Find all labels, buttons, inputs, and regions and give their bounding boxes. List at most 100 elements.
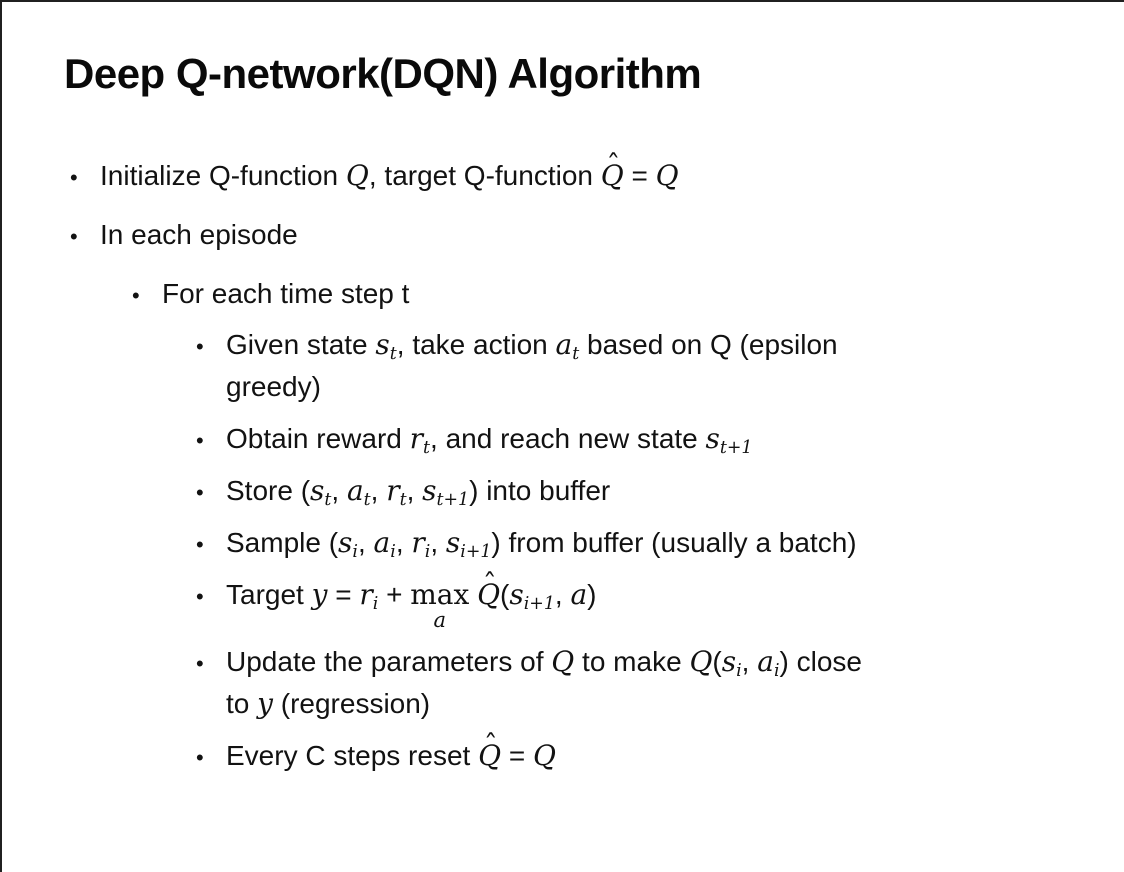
text-run: , xyxy=(430,526,446,558)
math-var: Q xyxy=(655,158,679,192)
text-run: , xyxy=(395,526,412,558)
text-run: (regression) xyxy=(272,687,431,719)
math-subscript: t xyxy=(572,343,580,364)
math-var: y xyxy=(257,686,273,720)
bullet-text: Given state st, take action at based on … xyxy=(226,324,1104,408)
text-run: ( xyxy=(712,645,722,677)
math-var: Q xyxy=(478,738,502,772)
math-subscript: t xyxy=(423,437,431,458)
math-subscript: i xyxy=(424,541,431,562)
math-var: Q xyxy=(477,577,501,611)
bullet-dot-icon: • xyxy=(196,650,204,676)
text-run: based on Q (epsilon xyxy=(579,328,838,360)
text-run: ) into buffer xyxy=(469,474,611,506)
text-run: For each time step t xyxy=(162,277,410,309)
text-run: to make xyxy=(574,645,690,677)
math-subscript: i xyxy=(736,660,742,681)
hat-accent-icon: ˆ xyxy=(482,567,497,601)
bullet-dot-icon: • xyxy=(70,164,78,190)
math-var: ri xyxy=(359,577,379,614)
bullet-text: Sample (si, ai, ri, si+1) from buffer (u… xyxy=(226,522,1104,564)
math-var: rt xyxy=(386,473,407,510)
text-run: , take action xyxy=(396,328,556,360)
math-subscript: i+1 xyxy=(523,593,555,614)
text-run: ) from buffer (usually a batch) xyxy=(491,526,857,558)
max-operator-name: max xyxy=(410,577,470,611)
math-var: a xyxy=(570,577,588,611)
text-run: Given state xyxy=(226,328,376,360)
text-run: , xyxy=(554,578,571,610)
math-subscript: i xyxy=(390,541,396,562)
bullet-dot-icon: • xyxy=(196,531,204,557)
bullet-text: For each time step t xyxy=(162,273,1104,315)
bullet-item: • Update the parameters of Q to make Q(si… xyxy=(64,641,1104,725)
math-var: Q xyxy=(532,738,556,772)
text-run xyxy=(469,579,477,610)
text-run: , xyxy=(357,526,374,558)
math-subscript: t xyxy=(399,489,407,510)
slide-title: Deep Q-network(DQN) Algorithm xyxy=(64,50,702,97)
text-run: , xyxy=(331,474,347,506)
text-run: = xyxy=(623,159,656,191)
text-run: greedy) xyxy=(226,370,321,402)
math-var: st xyxy=(310,473,332,510)
text-run: , xyxy=(370,474,387,506)
text-run: = xyxy=(501,739,533,771)
bullet-dot-icon: • xyxy=(196,427,204,453)
bullet-text: Store (st, at, rt, st+1) into buffer xyxy=(226,470,1104,512)
math-subscript: i xyxy=(773,660,780,681)
math-var: ri xyxy=(411,525,431,562)
text-run: ) close xyxy=(779,645,862,677)
bullet-text: In each episode xyxy=(100,214,1104,256)
bullet-item: • For each time step t xyxy=(64,273,1104,315)
text-run: ) xyxy=(587,578,597,610)
math-var: y xyxy=(311,577,328,611)
text-run: = xyxy=(327,578,360,610)
math-var: si+1 xyxy=(509,577,555,614)
math-subscript: t+1 xyxy=(719,437,753,458)
max-underscript: a xyxy=(433,607,447,632)
bullet-dot-icon: • xyxy=(196,333,204,359)
math-var: Q xyxy=(600,158,624,192)
text-run: , target Q-function xyxy=(368,159,601,191)
hat-accent-icon: ˆ xyxy=(606,148,621,182)
bullet-item: • Store (st, at, rt, st+1) into buffer xyxy=(64,470,1104,512)
text-run: In each episode xyxy=(100,218,298,250)
bullet-text: Obtain reward rt, and reach new state st… xyxy=(226,418,1104,460)
bullet-dot-icon: • xyxy=(132,282,140,308)
math-var: st+1 xyxy=(705,421,753,458)
text-run: Target xyxy=(226,578,312,610)
bullet-text: Update the parameters of Q to make Q(si,… xyxy=(226,641,1104,725)
bullet-item: •In each episode xyxy=(64,214,1104,256)
text-run: Initialize Q-function xyxy=(100,159,346,191)
text-run: ( xyxy=(500,578,510,610)
math-var: si xyxy=(721,644,742,681)
math-subscript: t+1 xyxy=(436,489,470,510)
math-subscript: i xyxy=(372,593,379,614)
math-var: ai xyxy=(373,525,396,562)
text-run: Store ( xyxy=(226,474,311,506)
bullet-dot-icon: • xyxy=(196,479,204,505)
math-var: st+1 xyxy=(422,473,470,510)
bullet-dot-icon: • xyxy=(196,583,204,609)
math-var: rt xyxy=(409,421,431,458)
text-run: Every C steps reset xyxy=(226,739,479,771)
math-subscript: i xyxy=(352,541,358,562)
bullet-item: •Given state st, take action at based on… xyxy=(64,324,1104,408)
bullet-dot-icon: • xyxy=(196,744,204,770)
text-run: , and reach new state xyxy=(430,422,706,454)
text-run: Obtain reward xyxy=(226,422,410,454)
text-run: Sample ( xyxy=(226,526,339,558)
math-var: Q xyxy=(345,158,369,192)
math-subscript: t xyxy=(363,489,371,510)
bullet-text: Initialize Q-function Q, target Q-functi… xyxy=(100,151,1104,197)
text-run: , xyxy=(406,474,423,506)
